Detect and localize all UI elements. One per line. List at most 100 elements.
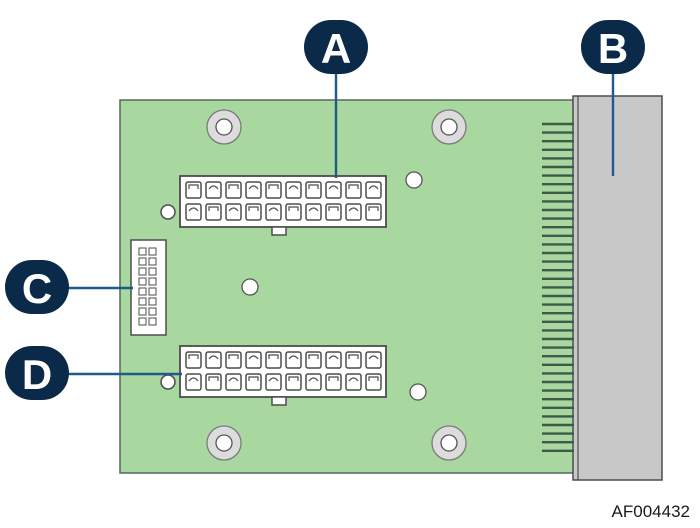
pin-key-mark bbox=[288, 355, 299, 360]
pin-key-mark bbox=[328, 206, 339, 211]
pin-socket-icon bbox=[305, 181, 322, 199]
pin-socket-icon bbox=[365, 203, 382, 221]
pin-socket-icon bbox=[265, 373, 282, 391]
header-pin-icon bbox=[148, 297, 157, 306]
pin-socket-icon bbox=[205, 373, 222, 391]
pin-socket-icon bbox=[325, 351, 342, 369]
pin-socket-icon bbox=[285, 181, 302, 199]
pin-socket-icon bbox=[265, 203, 282, 221]
connector-key bbox=[271, 396, 287, 406]
header-pin-icon bbox=[138, 297, 147, 306]
gold-fingers bbox=[542, 122, 574, 452]
pin-key-mark bbox=[328, 355, 339, 360]
pin-socket-icon bbox=[185, 351, 202, 369]
callout-b-letter: B bbox=[598, 25, 628, 72]
mounting-hole-center bbox=[215, 434, 233, 452]
mounting-hole-center bbox=[215, 118, 233, 136]
pin-key-mark bbox=[268, 207, 279, 212]
pin-key-mark bbox=[208, 355, 219, 360]
pin-key-mark bbox=[188, 354, 199, 359]
pin-socket-icon bbox=[185, 181, 202, 199]
pin-key-mark bbox=[368, 185, 379, 190]
pin-key-mark bbox=[248, 355, 259, 360]
callout-b: B bbox=[581, 20, 645, 74]
pin-socket-icon bbox=[205, 351, 222, 369]
pin-socket-icon bbox=[325, 181, 342, 199]
pin-key-mark bbox=[208, 185, 219, 190]
pin-socket-icon bbox=[245, 373, 262, 391]
pin-key-mark bbox=[288, 185, 299, 190]
pin-socket-icon bbox=[185, 373, 202, 391]
callout-c: C bbox=[5, 260, 69, 314]
pin-socket-icon bbox=[365, 351, 382, 369]
pin-socket-icon bbox=[265, 351, 282, 369]
pin-socket-icon bbox=[225, 373, 242, 391]
pin-socket-icon bbox=[345, 203, 362, 221]
pin-socket-icon bbox=[345, 373, 362, 391]
pin-socket-icon bbox=[245, 351, 262, 369]
pin-socket-icon bbox=[225, 351, 242, 369]
mounting-hole-icon bbox=[409, 383, 427, 401]
pin-key-mark bbox=[188, 377, 199, 382]
callout-d: D bbox=[5, 346, 69, 400]
pin-socket-icon bbox=[305, 203, 322, 221]
pin-socket-icon bbox=[225, 203, 242, 221]
pin-key-mark bbox=[368, 355, 379, 360]
callout-c-badge bbox=[5, 260, 69, 314]
edge-card-connector bbox=[572, 95, 663, 481]
pin-key-mark bbox=[308, 207, 319, 212]
pin-key-mark bbox=[348, 207, 359, 212]
pin-key-mark bbox=[248, 206, 259, 211]
callout-d-badge bbox=[5, 346, 69, 400]
header-pin-icon bbox=[148, 317, 157, 326]
pin-socket-icon bbox=[305, 351, 322, 369]
header-pin-icon bbox=[148, 257, 157, 266]
pin-socket-icon bbox=[365, 181, 382, 199]
callout-b-badge bbox=[581, 20, 645, 74]
connector-key bbox=[271, 226, 287, 236]
pin-key-mark bbox=[328, 185, 339, 190]
pin-key-mark bbox=[208, 376, 219, 381]
power-connector-upper bbox=[160, 175, 387, 236]
pin-socket-icon bbox=[185, 351, 382, 391]
pin-socket-icon bbox=[365, 373, 382, 391]
pin-key-mark bbox=[268, 354, 279, 359]
circuit-board bbox=[119, 99, 576, 474]
pin-socket-icon bbox=[285, 351, 302, 369]
pin-socket-icon bbox=[205, 203, 222, 221]
mounting-hole-center bbox=[440, 118, 458, 136]
pin-key-mark bbox=[348, 377, 359, 382]
pin-socket-icon bbox=[345, 351, 362, 369]
pin-socket-icon bbox=[345, 181, 362, 199]
mounting-hole-icon bbox=[405, 171, 423, 189]
pin-socket-icon bbox=[305, 373, 322, 391]
pin-socket-icon bbox=[245, 181, 262, 199]
callout-d-letter: D bbox=[22, 351, 52, 398]
header-pin-icon bbox=[138, 257, 147, 266]
pin-key-mark bbox=[308, 184, 319, 189]
pin-key-mark bbox=[348, 354, 359, 359]
header-pin-icon bbox=[148, 307, 157, 316]
pin-key-mark bbox=[228, 184, 239, 189]
pin-key-mark bbox=[228, 207, 239, 212]
callout-c-letter: C bbox=[22, 265, 52, 312]
pin-key-mark bbox=[228, 377, 239, 382]
pin-key-mark bbox=[308, 354, 319, 359]
mounting-hole-center bbox=[440, 434, 458, 452]
pin-socket-icon bbox=[185, 181, 382, 221]
callout-a-letter: A bbox=[321, 25, 351, 72]
header-pin-icon bbox=[138, 277, 147, 286]
pin-key-mark bbox=[188, 184, 199, 189]
header-pin-icon bbox=[148, 267, 157, 276]
pin-key-mark bbox=[228, 354, 239, 359]
pin-socket-icon bbox=[245, 203, 262, 221]
pin-key-mark bbox=[368, 206, 379, 211]
pin-socket-icon bbox=[325, 373, 342, 391]
pin-socket-icon bbox=[185, 203, 202, 221]
header-pin-icon bbox=[138, 307, 147, 316]
pin-key-mark bbox=[208, 206, 219, 211]
pin-key-mark bbox=[328, 376, 339, 381]
pin-key-mark bbox=[308, 377, 319, 382]
header-pin-icon bbox=[148, 277, 157, 286]
